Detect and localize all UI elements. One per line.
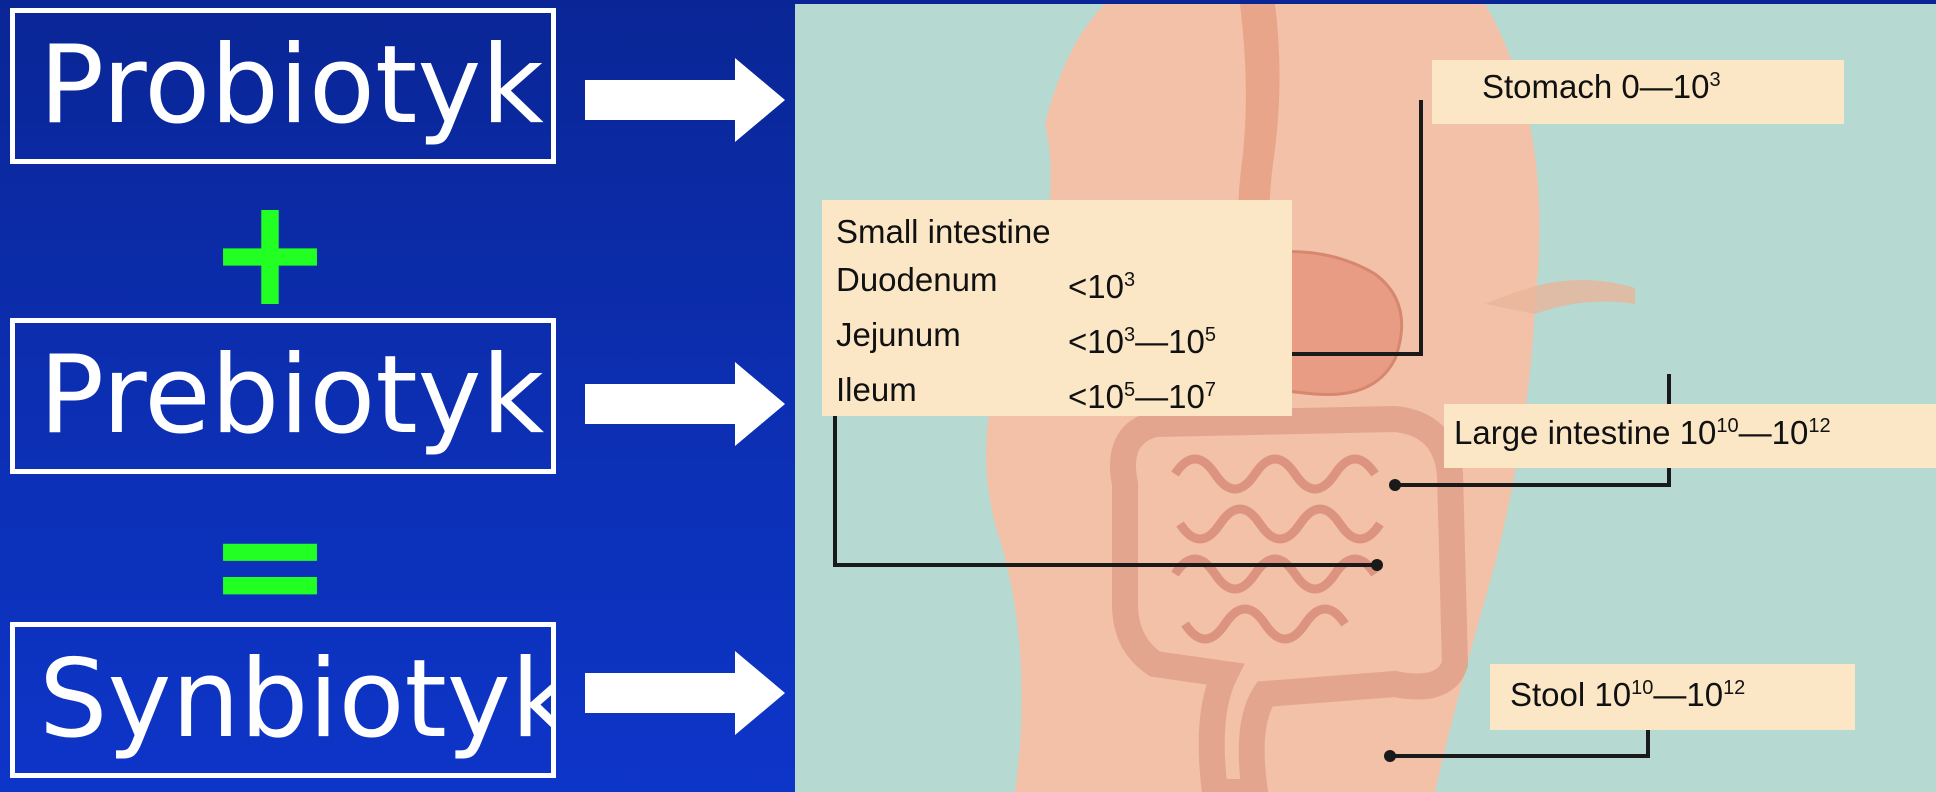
equals-sign: = bbox=[205, 500, 335, 630]
duodenum-value: <103 bbox=[1068, 256, 1135, 311]
term-synbiotyki: Synbiotyki bbox=[10, 622, 556, 778]
jejunum-name: Jejunum bbox=[836, 311, 1068, 366]
duodenum-row: Duodenum <103 bbox=[836, 256, 1292, 311]
stool-label: Stool 1010—1012 bbox=[1490, 664, 1855, 730]
term-synbiotyki-label: Synbiotyki bbox=[39, 637, 556, 762]
stomach-label: Stomach 0—103 bbox=[1432, 60, 1844, 124]
stool-name: Stool 10 bbox=[1510, 676, 1631, 713]
jejunum-row: Jejunum <103—105 bbox=[836, 311, 1292, 366]
arrow-right-icon bbox=[585, 651, 785, 735]
jejunum-value: <103—105 bbox=[1068, 311, 1216, 366]
term-probiotyki-label: Probiotyki bbox=[39, 23, 556, 148]
arrow-right-icon bbox=[585, 58, 785, 142]
ileum-row: Ileum <105—107 bbox=[836, 366, 1292, 421]
stomach-range: 0—10 bbox=[1621, 68, 1709, 105]
stomach-name: Stomach bbox=[1482, 68, 1612, 105]
term-prebiotyki: Prebiotyki bbox=[10, 318, 556, 474]
digestive-tract-diagram: Stomach 0—103 Small intestine Duodenum <… bbox=[795, 4, 1936, 792]
small-intestine-title: Small intestine bbox=[836, 208, 1051, 256]
plus-sign: + bbox=[205, 188, 335, 318]
stomach-exponent: 3 bbox=[1709, 69, 1720, 91]
small-intestine-title-row: Small intestine bbox=[836, 208, 1292, 256]
term-probiotyki: Probiotyki bbox=[10, 8, 556, 164]
large-intestine-label: Large intestine 1010—1012 bbox=[1444, 404, 1936, 468]
term-prebiotyki-label: Prebiotyki bbox=[39, 333, 556, 458]
large-intestine-name: Large intestine 10 bbox=[1454, 414, 1716, 451]
duodenum-name: Duodenum bbox=[836, 256, 1068, 311]
ileum-name: Ileum bbox=[836, 366, 1068, 421]
ileum-value: <105—107 bbox=[1068, 366, 1216, 421]
arrow-right-icon bbox=[585, 362, 785, 446]
small-intestine-label: Small intestine Duodenum <103 Jejunum <1… bbox=[822, 200, 1292, 416]
